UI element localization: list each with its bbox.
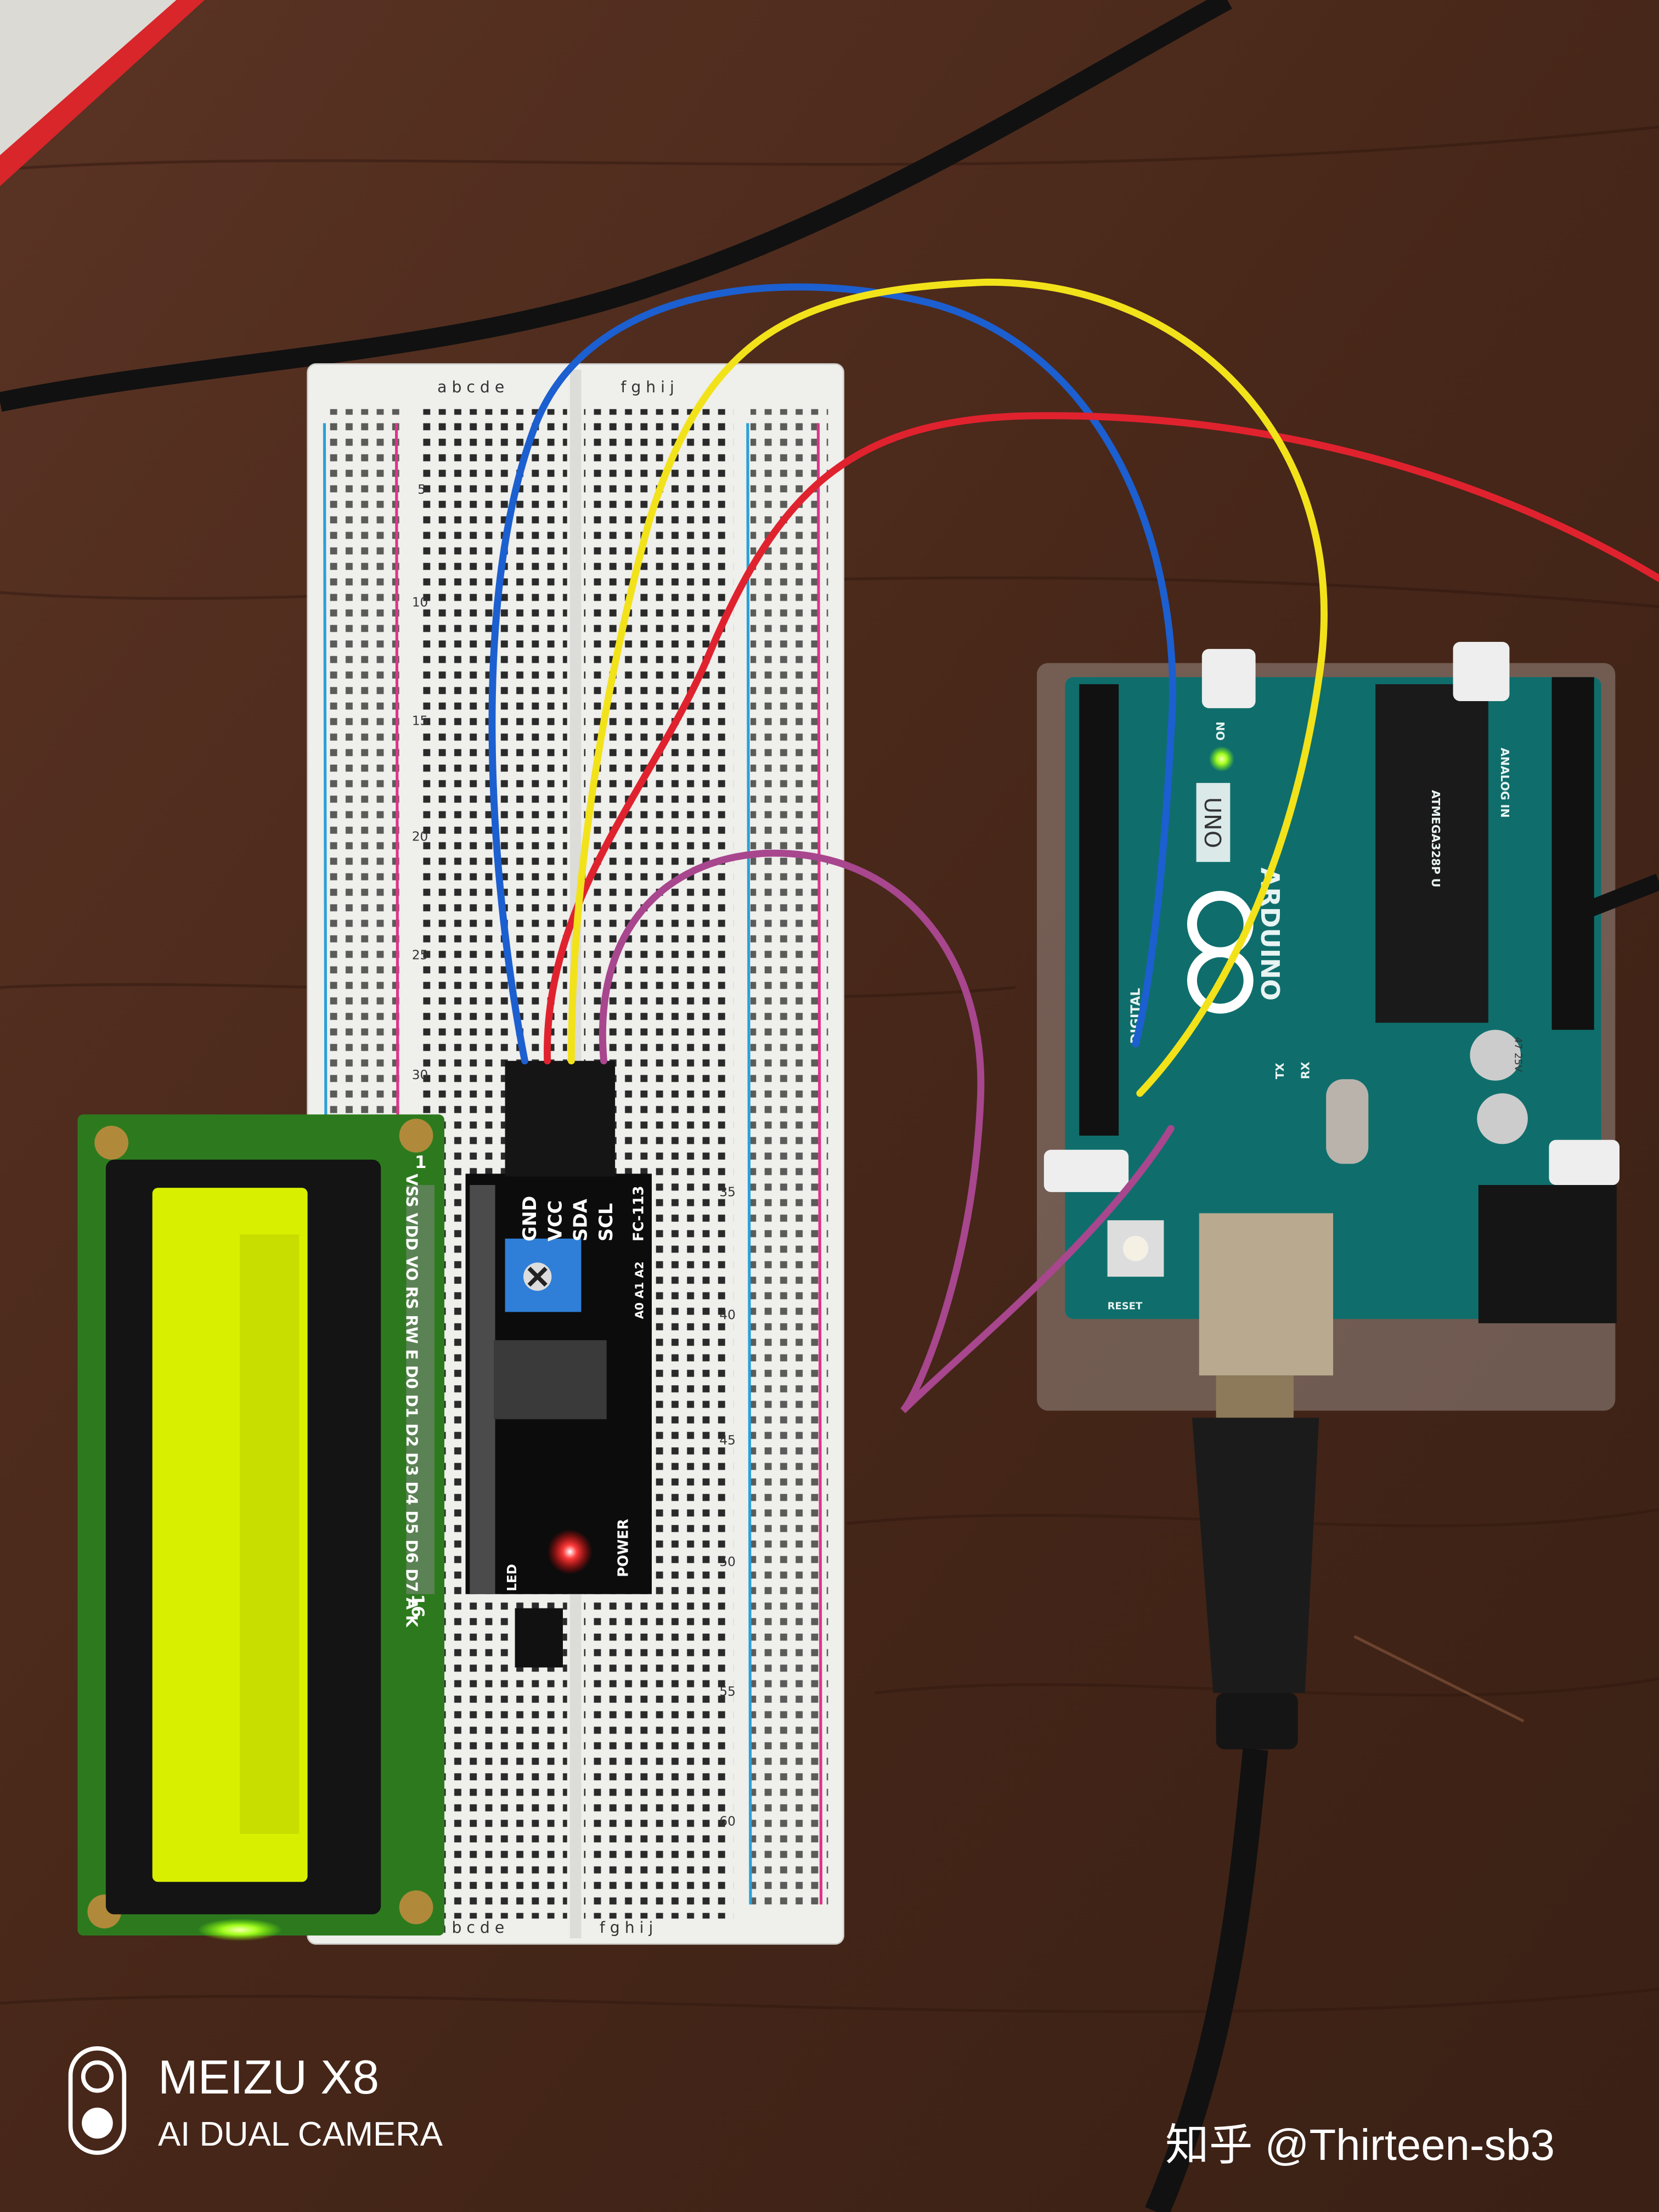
dupont-connector	[505, 1060, 616, 1177]
pin-sda: SDA	[570, 1199, 591, 1242]
wire-scl	[599, 849, 1175, 1413]
analog-label: ANALOG IN	[1498, 748, 1511, 818]
power-wire-stub	[1584, 873, 1659, 918]
tx-label: TX	[1273, 1063, 1286, 1079]
dc-jack	[1478, 1185, 1617, 1323]
address-pads-label: A0 A1 A2	[633, 1261, 646, 1319]
row-number: 40	[719, 1308, 735, 1322]
pin-gnd: GND	[519, 1196, 540, 1242]
pin-vcc: VCC	[544, 1200, 566, 1242]
row-number: 60	[719, 1814, 735, 1829]
uno-label: UNO	[1199, 797, 1226, 848]
on-led	[1209, 746, 1234, 772]
row-numbers: 5 10 15 20 25 30 35 40 45 50 55 60	[412, 483, 736, 1829]
row-number: 35	[719, 1186, 735, 1200]
row-number: 5	[417, 483, 426, 497]
row-number: 55	[719, 1685, 735, 1699]
row-number: 20	[412, 830, 428, 844]
analog-header	[1551, 677, 1594, 1030]
row-number: 10	[412, 596, 428, 610]
capacitor	[1470, 1030, 1521, 1081]
capacitor-label: 47 25V	[1513, 1037, 1524, 1073]
wire-vcc	[544, 412, 1659, 1065]
backlight-jumper	[515, 1608, 563, 1668]
camera-watermark: MEIZU X8 AI DUAL CAMERA	[68, 2046, 443, 2155]
columns-right-top: f g h i j	[620, 378, 674, 396]
watermark-brand: MEIZU X8	[158, 2050, 379, 2104]
jumper-wires	[488, 278, 1659, 1413]
capacitor	[1477, 1093, 1528, 1144]
pin-scl: SCL	[595, 1203, 617, 1242]
pcf8574-chip	[494, 1340, 607, 1419]
watermark-subtitle: AI DUAL CAMERA	[158, 2115, 443, 2153]
meizu-logo-icon	[68, 2046, 127, 2155]
columns-left-top: a b c d e	[437, 378, 504, 396]
black-cable	[0, 0, 1232, 412]
row-number: 25	[412, 949, 428, 963]
lcd-pin-last: 16	[408, 1594, 427, 1618]
model-label: FC-113	[631, 1186, 647, 1242]
atmega-chip	[1375, 684, 1488, 1023]
columns-right-bottom: f g h i j	[600, 1918, 653, 1937]
crystal	[1326, 1079, 1369, 1164]
led-label: LED	[505, 1564, 520, 1592]
reset-label: RESET	[1108, 1300, 1143, 1312]
row-number: 50	[719, 1555, 735, 1569]
i2c-pin-labels: GND	[519, 1196, 540, 1242]
power-label: POWER	[615, 1519, 631, 1577]
columns-left-bottom: a b c d e	[437, 1918, 504, 1937]
lcd-module: VSS VDD VO RS RW E D0 D1 D2 D3 D4 D5 D6 …	[77, 1114, 444, 1942]
rx-label: RX	[1299, 1062, 1312, 1079]
lcd-pin-labels: VSS VDD VO RS RW E D0 D1 D2 D3 D4 D5 D6 …	[403, 1173, 421, 1627]
power-led-glow	[547, 1529, 592, 1575]
arduino-uno: ATMEGA328P U UNO ARDUINO DIGITAL ANALOG …	[1037, 642, 1659, 1411]
row-number: 45	[719, 1434, 735, 1448]
i2c-module: GND VCC SDA SCL FC-113 A0 A1 A2 POWER LE…	[465, 1173, 652, 1668]
usb-cable	[1145, 1375, 1319, 2212]
lcd-pin-first: 1	[415, 1153, 426, 1172]
row-number: 30	[412, 1068, 428, 1082]
chip-label: ATMEGA328P U	[1429, 790, 1442, 888]
arduino-brand: ARDUINO	[1255, 867, 1285, 1001]
wire-sda	[568, 278, 1328, 1097]
usb-b-port	[1199, 1213, 1333, 1376]
notebook-corner	[0, 0, 205, 187]
on-label: ON	[1214, 721, 1227, 741]
zhihu-credit: 知乎 @Thirteen-sb3	[1165, 2120, 1555, 2169]
row-number: 15	[412, 714, 428, 729]
